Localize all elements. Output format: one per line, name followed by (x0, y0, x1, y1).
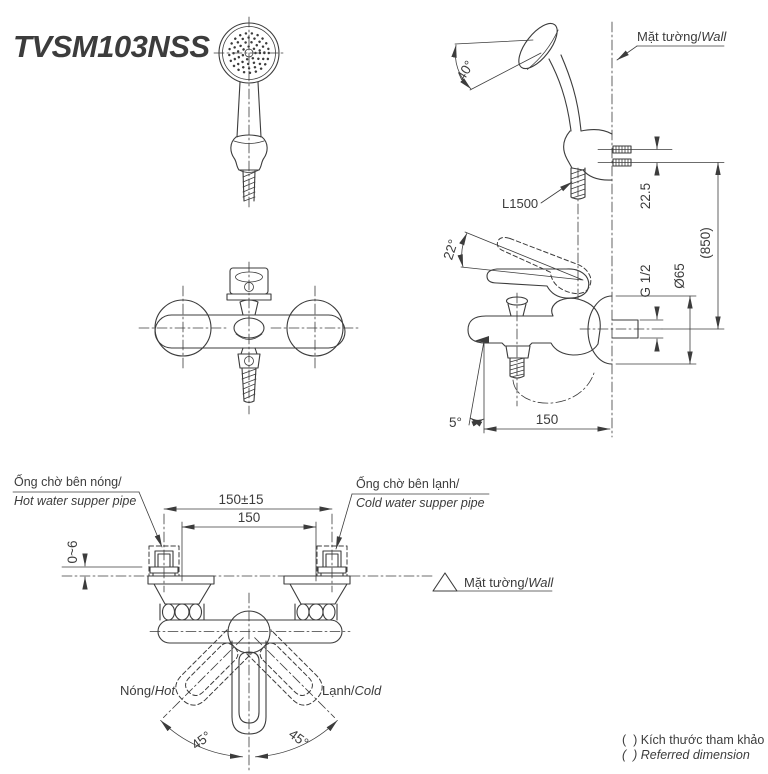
shower-outlet-thread-sides (509, 357, 525, 377)
dim0-6-label: 0~6 (65, 541, 80, 564)
hot-callout-leader (138, 491, 163, 548)
right-flange-cone (289, 583, 348, 605)
hose-length-label: L1500 (502, 196, 538, 211)
angle45-left-label: 45° (189, 728, 214, 752)
footer-note-en: ( ) Referred dimension (622, 748, 750, 762)
angle5-rays (468, 340, 485, 434)
angle40-arc (451, 44, 472, 90)
dim150-side-label: 150 (536, 412, 559, 427)
hand-shower-front-view (213, 16, 285, 209)
angle5-label: 5° (449, 415, 462, 430)
hose-loop-centerline (512, 372, 595, 404)
hose-nut (230, 134, 268, 171)
diverter-knob-sides (507, 303, 527, 317)
hose-nut-detail-bottom (238, 169, 260, 173)
dim150-extensions (181, 521, 317, 582)
screw-thread-hatch (615, 145, 629, 167)
wall-label-leader (616, 45, 638, 61)
left-nut-facet-1 (161, 603, 176, 621)
shower-head-side (518, 22, 559, 70)
head-face-line (526, 29, 559, 70)
handle-left-45-position (246, 629, 335, 718)
lever-handle-side (486, 268, 590, 299)
left-nut-facet-3 (188, 603, 203, 621)
cold-callout-leader (335, 493, 353, 550)
left-flange-cone (153, 583, 212, 605)
left-flange-plate (147, 575, 215, 585)
handle-left-inner (259, 642, 313, 696)
handle-right-axis (163, 637, 244, 718)
footer-note-vi: ( ) Kích thước tham khảo (622, 733, 764, 747)
shower-side-view: 40° Mặt tường/Wall L1500 22.5 (850) G 1/… (451, 21, 727, 438)
right-nut-facet-2 (308, 603, 324, 621)
handle-right-inner (185, 642, 239, 696)
right-nut-sides (294, 603, 338, 621)
angle22-rays (460, 231, 584, 281)
right-nut-facet-3 (322, 603, 336, 621)
angle45-right-label: 45° (286, 726, 311, 750)
hot-pipe-callout-vi: Ống chờ bên nóng/ (14, 474, 122, 489)
hot-pipe-callout-en: Hot water supper pipe (14, 494, 136, 508)
dim850-label: (850) (698, 227, 713, 259)
handle-left-axis (254, 637, 335, 718)
left-nut-sides (159, 603, 205, 621)
lever-raised-position (496, 237, 592, 295)
right-flange-plate (283, 575, 351, 585)
angle5-arc (469, 417, 485, 427)
dim22-5-label: 22.5 (638, 183, 653, 209)
faucet-body-bar (154, 314, 346, 349)
footer-note: ( ) Kích thước tham khảo ( ) Referred di… (622, 733, 764, 762)
faucet-front-view (138, 261, 360, 415)
dimG12-label: G 1/2 (638, 264, 653, 297)
escutcheon-crosshairs (138, 285, 360, 372)
faucet-body-side (467, 297, 601, 356)
shower-handle-curve (548, 54, 582, 132)
wall-surface-symbol (432, 572, 458, 592)
lever-raised-outline (496, 237, 592, 295)
diverter-knob-front (239, 299, 259, 316)
angle45-right-arc (255, 720, 338, 759)
cold-pipe-callout-en: Cold water supper pipe (356, 496, 485, 510)
hot-label: Nóng/Hot (120, 683, 176, 698)
dimG12-extensions (639, 319, 664, 339)
hose-length-leader (540, 181, 573, 204)
handle-right-45-position (163, 629, 252, 718)
head-ellipse (518, 22, 558, 70)
angle40-rays (454, 39, 542, 91)
wall-union-escutcheon (587, 295, 613, 365)
right-nut-facet-1 (296, 603, 310, 621)
screw-extension-lines (597, 149, 725, 163)
outlet-nut (237, 353, 261, 369)
angle22-arc (457, 232, 468, 268)
dim65-label: Ø65 (672, 263, 687, 289)
hose-nut-detail-top (233, 140, 265, 144)
angle45-left-arc (160, 720, 243, 759)
wall-label-top: Mặt tường/Wall (637, 29, 727, 44)
dim65-extensions (615, 295, 697, 365)
angle22-label: 22° (440, 238, 461, 262)
cold-pipe-callout-vi: Ống chờ bên lạnh/ (356, 476, 460, 491)
shower-outlet-nut (505, 345, 531, 359)
spout-drip-tip (474, 336, 489, 343)
pipe-centerlines (163, 513, 333, 593)
installation-view: 0~6 150±15 150 (12, 474, 554, 771)
faucet-side-view: 22° 5° 150 (440, 231, 725, 434)
hose-sides (242, 170, 256, 202)
left-nut-facet-2 (174, 603, 190, 621)
handle-down-inner (238, 651, 260, 724)
hose-spiral-hatch (242, 171, 256, 202)
product-code-title: TVSM103NSS (13, 29, 210, 64)
wall-label-bottom: Mặt tường/Wall (464, 575, 554, 590)
dim150-label: 150 (238, 510, 261, 525)
cold-pipe-fitting (317, 550, 347, 577)
cold-label: Lạnh/Cold (322, 683, 382, 698)
shower-handle-sides (236, 81, 262, 138)
hot-pipe-fitting (149, 550, 179, 577)
dim150tol-label: 150±15 (219, 492, 264, 507)
angle40-label: 40° (453, 58, 477, 83)
